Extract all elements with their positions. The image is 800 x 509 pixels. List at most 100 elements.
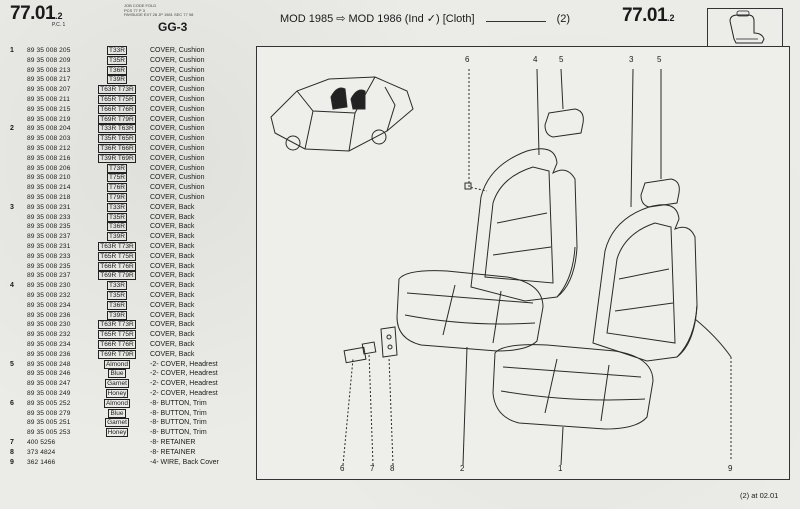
part-code-box: T39R (107, 310, 127, 320)
part-description: COVER, Back (150, 350, 195, 358)
callout-top-4: 3 (629, 55, 634, 64)
part-code-box: Garnet (105, 379, 129, 389)
part-trim-code: T35R (92, 55, 142, 65)
part-code-box: T35R T65R (98, 134, 136, 144)
part-trim-code: T39R (92, 310, 142, 320)
part-ref: 8 (10, 448, 14, 456)
part-trim-code: Almond (92, 398, 142, 408)
part-code-box: Almond (103, 398, 131, 408)
part-trim-code: Garnet (92, 418, 142, 428)
part-number: 89 35 005 251 (27, 419, 71, 427)
part-description: -2- COVER, Headrest (150, 390, 218, 397)
page-number: 77.01.2 (10, 3, 63, 24)
part-number: 89 35 008 211 (27, 96, 70, 103)
part-description: COVER, Cushion (150, 135, 205, 143)
part-ref: 6 (10, 399, 14, 407)
part-code-box: Almond (103, 359, 131, 369)
part-description: COVER, Cushion (150, 66, 205, 74)
part-code-box: T66R T76R (98, 104, 136, 114)
part-description: COVER, Back (150, 341, 195, 348)
part-description: -8- RETAINER (150, 448, 196, 456)
part-code-box: T33R (107, 202, 127, 212)
part-number: 89 35 008 232 (27, 292, 71, 299)
part-code-box: T35R (107, 212, 127, 222)
callout-top-2: 4 (533, 55, 538, 64)
part-description: COVER, Cushion (150, 184, 205, 192)
part-description: COVER, Cushion (150, 47, 205, 54)
part-trim-code: Almond (92, 359, 142, 369)
exploded-diagram: 6 4 5 3 5 6 7 8 2 1 9 (256, 46, 790, 480)
part-trim-code: T39R (92, 75, 142, 85)
right-page-number: 77.01.2 (622, 5, 675, 26)
part-number: 89 35 005 252 (27, 399, 71, 407)
part-number: 89 35 008 216 (27, 154, 71, 162)
part-code-box: T65R T75R (98, 330, 136, 340)
part-trim-code: T75R (92, 173, 142, 183)
part-trim-code: T33R T63R (92, 124, 142, 134)
part-ref: 5 (10, 360, 14, 368)
part-trim-code: Honey (92, 389, 142, 398)
part-description: COVER, Cushion (150, 154, 205, 162)
part-number: 89 35 008 235 (27, 262, 71, 270)
part-description: COVER, Back (150, 223, 195, 231)
callout-top-1: 6 (465, 55, 470, 64)
part-number: 89 35 008 219 (27, 115, 71, 123)
part-trim-code: T65R T75R (92, 330, 142, 340)
part-number: 89 35 008 217 (27, 76, 71, 84)
part-row: 89 35 008 211 T65R T75R COVER, Cushion (8, 95, 250, 104)
part-description: -2- COVER, Headrest (150, 380, 218, 388)
model-range: MOD 1985 ⇨ MOD 1986 (Ind ✓) [Cloth] (2) (280, 13, 571, 25)
part-description: COVER, Back (150, 213, 195, 221)
part-description: COVER, Back (150, 292, 195, 299)
part-code-box: Honey (105, 428, 129, 438)
part-number: 89 35 008 210 (27, 174, 71, 182)
part-trim-code: T76R (92, 183, 142, 193)
part-code-box: T39R T69R (98, 153, 136, 163)
part-number: 89 35 008 212 (27, 145, 71, 152)
part-number: 89 35 008 234 (27, 341, 71, 348)
part-code-box: T65R T75R (98, 251, 136, 261)
part-number: 89 35 008 247 (27, 380, 71, 388)
part-code-box: T35R (107, 291, 127, 300)
callout-bottom-6: 9 (728, 464, 733, 473)
part-number: 89 35 008 207 (27, 86, 71, 94)
part-code-box: T33R T63R (98, 124, 136, 134)
part-code-box: Blue (108, 408, 126, 418)
part-description: COVER, Cushion (150, 96, 205, 103)
part-code-box: T76R (107, 183, 127, 193)
part-number: 400 5256 (27, 439, 56, 446)
part-number: 89 35 008 279 (27, 409, 71, 417)
part-code-box: T65R T75R (98, 95, 136, 104)
part-trim-code: T36R (92, 65, 142, 75)
part-number: 89 35 008 230 (27, 321, 71, 329)
part-number: 89 35 008 231 (27, 203, 71, 211)
page-footer: (2) at 02.01 (740, 491, 779, 500)
callout-bottom-5: 1 (558, 464, 563, 473)
part-trim-code: T66R T76R (92, 104, 142, 114)
part-code-box: T63R T73R (98, 85, 136, 95)
part-number: 89 35 008 237 (27, 233, 71, 241)
part-code-box: T63R T73R (98, 320, 136, 330)
part-number: 89 35 008 206 (27, 164, 71, 172)
callout-top-3: 5 (559, 55, 564, 64)
part-number: 89 35 008 205 (27, 47, 71, 54)
callout-bottom-4: 2 (460, 464, 465, 473)
group-code: GG-3 (158, 20, 188, 34)
seat-exploded-view (270, 68, 732, 466)
part-number: 89 35 008 236 (27, 350, 71, 358)
part-trim-code: T65R T75R (92, 95, 142, 104)
part-number: 89 35 008 209 (27, 56, 71, 64)
